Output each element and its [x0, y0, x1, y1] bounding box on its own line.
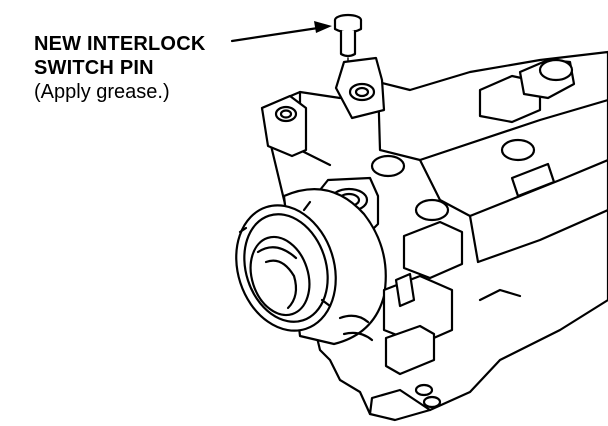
key-cylinder — [235, 188, 387, 346]
callout-line-1: NEW INTERLOCK — [34, 33, 206, 55]
callout-line-3: (Apply grease.) — [34, 81, 170, 103]
callout-line-2: SWITCH PIN — [34, 57, 154, 79]
part-callout-label: NEW INTERLOCK SWITCH PIN (Apply grease.) — [34, 32, 205, 104]
interlock-switch-pin — [333, 13, 363, 58]
leader-arrow — [230, 21, 332, 43]
lower-bracket — [338, 220, 522, 416]
